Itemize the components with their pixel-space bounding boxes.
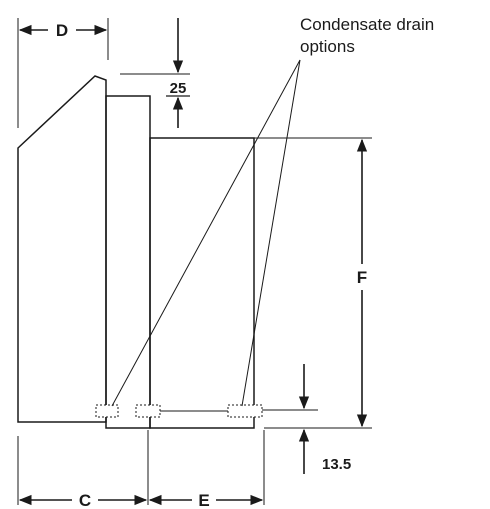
dim-f-label: F (357, 268, 367, 287)
drain-option-1 (95, 404, 119, 418)
drain-option-2 (135, 404, 161, 418)
dim-d-label: D (56, 21, 68, 40)
left-cabinet-outline (17, 75, 107, 423)
dim-25-label: 25 (170, 80, 187, 97)
dim-13-5-label: 13.5 (322, 456, 351, 473)
leader-line-1 (111, 59, 301, 407)
dim-e-label: E (198, 491, 209, 509)
callout-line-1: Condensate drain (300, 15, 434, 34)
callout-line-2: options (300, 37, 355, 56)
dim-c-label: C (79, 491, 91, 509)
right-tank-outline (149, 137, 255, 429)
middle-section-outline (105, 95, 151, 429)
drain-option-3 (227, 404, 263, 418)
leader-line-2 (241, 59, 301, 407)
